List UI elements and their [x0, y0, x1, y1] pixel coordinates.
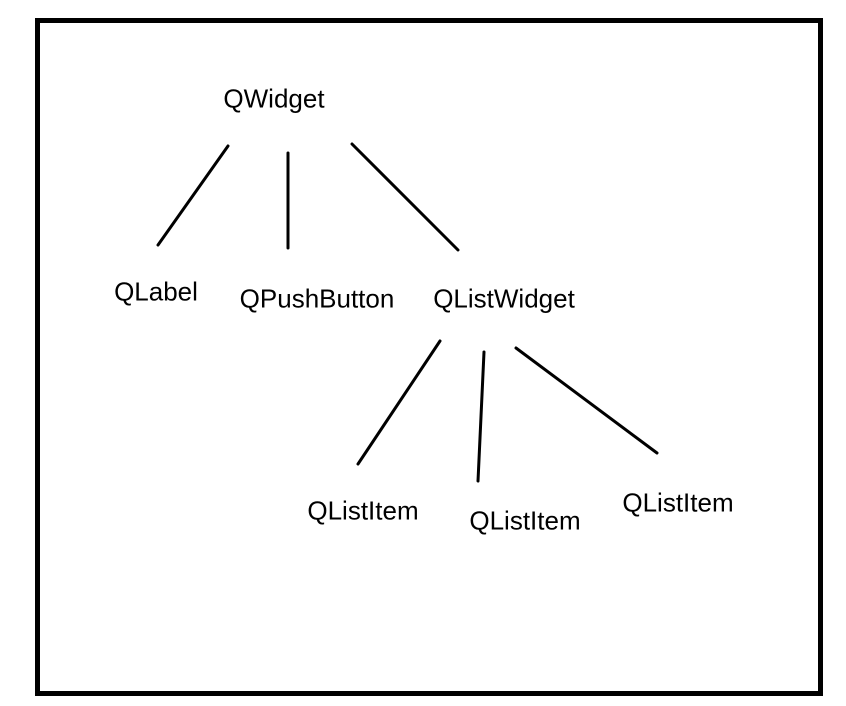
tree-edge-qlistwidget-qlistitem-1: [356, 339, 442, 466]
tree-edge-qwidget-qlistwidget: [350, 142, 460, 252]
diagram-border: [35, 18, 823, 696]
tree-node-qwidget: QWidget: [223, 83, 325, 114]
tree-node-qlabel: QLabel: [114, 276, 198, 307]
tree-edge-qlistwidget-qlistitem-2: [476, 350, 486, 483]
tree-node-qpushbutton: QPushButton: [239, 283, 395, 314]
tree-node-qlistitem-2: QListItem: [469, 505, 581, 536]
tree-node-qlistitem-1: QListItem: [307, 495, 419, 526]
tree-node-qlistitem-3: QListItem: [622, 487, 734, 518]
tree-node-qlistwidget: QListWidget: [433, 283, 575, 314]
tree-edge-qlistwidget-qlistitem-3: [514, 346, 659, 455]
tree-edge-qwidget-qlabel: [156, 144, 230, 247]
